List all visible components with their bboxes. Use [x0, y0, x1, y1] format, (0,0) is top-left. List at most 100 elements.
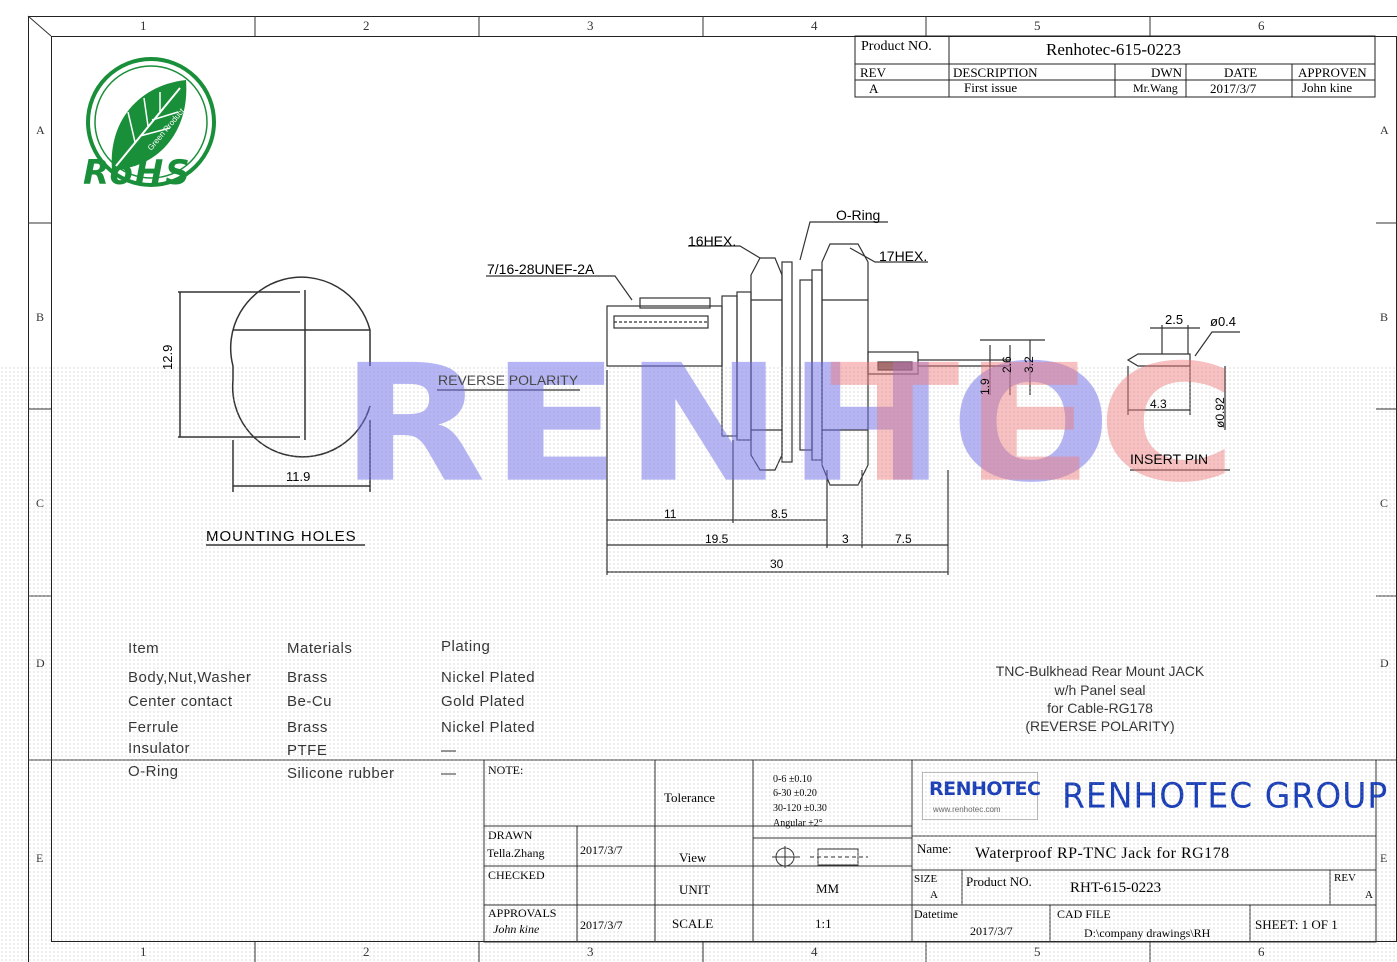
tb-unit: MM — [816, 881, 840, 896]
materials-plating: — — [441, 742, 457, 759]
tb-cad: D:\company drawings\RH — [1084, 926, 1211, 940]
rev-row-date: 2017/3/7 — [1210, 81, 1257, 96]
dim-phi-0-4: ø0.4 — [1210, 314, 1237, 329]
materials-item: O-Ring — [128, 763, 179, 780]
tb-tolerance-line-2: 6-30 ±0.20 — [773, 788, 817, 799]
dim-7-5: 7.5 — [895, 532, 912, 546]
tb-product-label: Product NO. — [966, 874, 1032, 889]
materials-item: Body,Nut,Washer — [128, 669, 252, 686]
materials-header-plating: Plating — [441, 638, 491, 655]
tb-unit-label: UNIT — [679, 882, 711, 897]
dim-19-5: 19.5 — [705, 532, 729, 546]
dim-phi-0-92: ø0.92 — [1213, 397, 1227, 428]
tb-drawn-label: DRAWN — [488, 828, 533, 842]
materials-material: Silicone rubber — [287, 765, 395, 782]
materials-material: PTFE — [287, 742, 328, 759]
rev-header-approven: APPROVEN — [1298, 65, 1367, 80]
rev-header-description: DESCRIPTION — [953, 65, 1038, 80]
tb-sheet: SHEET: 1 OF 1 — [1255, 917, 1338, 932]
dim-3-2: 3.2 — [1022, 356, 1036, 373]
zone-col-4: 4 — [811, 18, 818, 33]
materials-material: Be-Cu — [287, 693, 333, 710]
tb-scale: 1:1 — [815, 916, 832, 931]
dim-2-6: 2.6 — [1000, 356, 1014, 373]
tb-tolerance-line-1: 0-6 ±0.10 — [773, 774, 812, 785]
tb-tolerance-line-3: 30-120 ±0.30 — [773, 803, 827, 814]
insert-pin-label: INSERT PIN — [1130, 451, 1209, 467]
tb-checked-label: CHECKED — [488, 868, 545, 882]
dim-3: 3 — [842, 532, 849, 546]
tb-approved-by: John kine — [493, 922, 540, 936]
rev-product-no: Renhotec-615-0223 — [1046, 40, 1182, 59]
rev-row-description: First issue — [964, 80, 1018, 95]
tb-note-label: NOTE: — [488, 763, 524, 777]
tb-scale-label: SCALE — [672, 916, 714, 931]
description-line-2: w/h Panel seal — [1054, 682, 1146, 698]
hex16-label: 16HEX. — [688, 233, 737, 249]
tb-approved-date: 2017/3/7 — [580, 918, 623, 932]
zone-col-5: 5 — [1034, 18, 1041, 33]
tb-tolerance-line-4: Angular ±2° — [773, 818, 823, 829]
rev-product-no-label: Product NO. — [861, 39, 932, 54]
reverse-polarity-label: REVERSE POLARITY — [438, 372, 579, 388]
zone-col-2: 2 — [363, 18, 370, 33]
rev-header-rev: REV — [860, 65, 886, 80]
description-line-3: for Cable-RG178 — [1047, 700, 1153, 716]
materials-item: Ferrule — [128, 719, 180, 736]
rev-header-date: DATE — [1224, 65, 1258, 80]
dim-1-9: 1.9 — [978, 378, 992, 395]
description-line-1: TNC-Bulkhead Rear Mount JACK — [995, 663, 1205, 679]
rev-header-dwn: DWN — [1151, 65, 1183, 80]
hex17-label: 17HEX. — [879, 248, 928, 264]
tb-product: RHT-615-0223 — [1070, 880, 1162, 896]
tb-tolerance-label: Tolerance — [664, 790, 716, 805]
tb-drawn-by: Tella.Zhang — [487, 846, 545, 860]
tb-name: Waterproof RP-TNC Jack for RG178 — [975, 845, 1230, 862]
thread-label: 7/16-28UNEF-2A — [487, 261, 595, 277]
renhotec-logo: RENHOTEC www.renhotec.com — [922, 772, 1041, 820]
tb-view-label: View — [679, 850, 707, 865]
zone-row-b-right: B — [1380, 310, 1389, 324]
dim-8-5: 8.5 — [771, 507, 788, 521]
zone-row-a: A — [36, 123, 45, 137]
dim-11-9: 11.9 — [286, 469, 311, 484]
zone-col-1: 1 — [140, 18, 147, 33]
rev-row-rev: A — [869, 81, 879, 96]
mounting-holes-label: MOUNTING HOLES — [206, 528, 357, 545]
zone-row-b: B — [36, 310, 45, 324]
tb-size: A — [930, 889, 938, 901]
dim-11: 11 — [664, 507, 677, 521]
dim-4-3: 4.3 — [1150, 397, 1167, 411]
materials-item: Insulator — [128, 740, 191, 757]
materials-item: Center contact — [128, 693, 233, 710]
company-group-name: RENHOTEC GROUP — [1062, 775, 1389, 816]
materials-plating: Nickel Plated — [441, 719, 536, 736]
materials-plating: — — [441, 765, 457, 782]
zone-col-6: 6 — [1258, 18, 1265, 33]
oring-label: O-Ring — [836, 207, 881, 223]
renhotec-logo-text: RENHOTEC — [929, 778, 1041, 800]
renhotec-logo-url: www.renhotec.com — [933, 805, 1001, 814]
rev-row-dwn: Mr.Wang — [1133, 81, 1178, 95]
materials-material: Brass — [287, 719, 328, 736]
tb-drawn-date: 2017/3/7 — [580, 843, 623, 857]
dim-12-9: 12.9 — [160, 344, 175, 370]
materials-header-materials: Materials — [287, 640, 353, 657]
dim-30: 30 — [770, 557, 784, 571]
tb-approved-label: APPROVALS — [488, 906, 557, 920]
tb-datetime-label: Datetime — [914, 907, 958, 921]
description-line-4: (REVERSE POLARITY) — [1025, 718, 1175, 734]
materials-plating: Nickel Plated — [441, 669, 536, 686]
tb-rev-label: REV — [1334, 872, 1356, 884]
materials-material: Brass — [287, 669, 328, 686]
materials-plating: Gold Plated — [441, 693, 525, 710]
tb-cad-label: CAD FILE — [1057, 907, 1111, 921]
materials-header-item: Item — [128, 640, 160, 657]
tb-size-label: SIZE — [914, 873, 938, 885]
tb-rev: A — [1365, 889, 1373, 901]
dim-2-5: 2.5 — [1165, 312, 1184, 327]
tb-datetime: 2017/3/7 — [970, 924, 1013, 938]
rev-row-approven: John kine — [1302, 80, 1353, 95]
zone-row-a-right: A — [1380, 123, 1389, 137]
zone-col-3: 3 — [587, 18, 594, 33]
